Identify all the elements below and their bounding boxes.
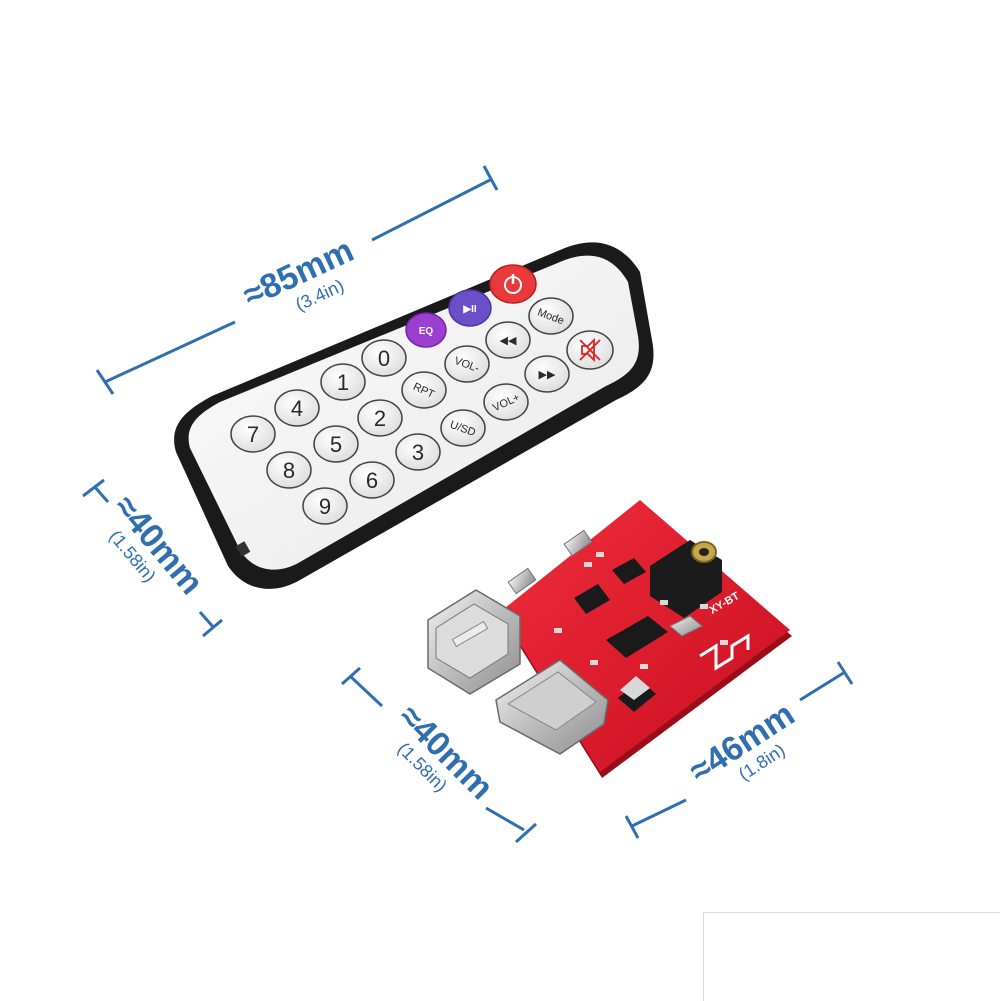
next-icon: ▶▶ [539, 369, 556, 381]
prev-icon: ◀◀ [500, 335, 517, 347]
digit-label: 2 [374, 406, 386, 431]
ir-receiver [618, 676, 656, 712]
digit-button-6[interactable]: 6 [349, 461, 395, 499]
remote-buttons: ▶II EQ Mode ◀◀ VOL- [230, 264, 614, 525]
prev-button[interactable]: ◀◀ [485, 321, 531, 359]
dimension-board-depth [341, 666, 538, 844]
dimension-remote-length [95, 165, 499, 395]
crystal-oscillator [669, 615, 703, 637]
mute-icon [579, 337, 601, 363]
digit-button-7[interactable]: 7 [230, 415, 276, 453]
vol-minus-button[interactable]: VOL- [444, 345, 490, 383]
rpt-button[interactable]: RPT [401, 371, 447, 409]
digit-button-1[interactable]: 1 [320, 363, 366, 401]
power-button[interactable] [489, 264, 537, 304]
digit-button-5[interactable]: 5 [313, 425, 359, 463]
play-pause-button[interactable]: ▶II [448, 289, 492, 327]
digit-button-3[interactable]: 3 [395, 433, 441, 471]
usd-button[interactable]: U/SD [440, 409, 486, 447]
main-ic-chip [606, 616, 668, 658]
digit-label: 5 [330, 432, 342, 457]
sd-card-slot [495, 659, 609, 755]
digit-label: 6 [366, 468, 378, 493]
digit-label: 3 [412, 440, 424, 465]
micro-usb-port-2 [507, 567, 537, 595]
bluetooth-pcb-board: XY-BT [427, 500, 792, 778]
eq-button[interactable]: EQ [405, 312, 447, 348]
micro-usb-port-1 [563, 529, 593, 557]
digit-button-4[interactable]: 4 [274, 389, 320, 427]
digit-button-8[interactable]: 8 [266, 451, 312, 489]
vol-plus-button[interactable]: VOL+ [483, 383, 529, 421]
digit-button-9[interactable]: 9 [302, 487, 348, 525]
secondary-chip-2 [612, 558, 646, 584]
next-button[interactable]: ▶▶ [524, 355, 570, 393]
corner-frame [703, 912, 1000, 1001]
play-pause-icon: ▶II [462, 304, 476, 315]
smd-components [554, 552, 728, 669]
digit-label: 1 [337, 370, 349, 395]
mute-button[interactable] [566, 330, 614, 370]
dimension-remote-width [82, 478, 223, 638]
digit-label: 0 [378, 346, 390, 371]
digit-label: 8 [283, 458, 295, 483]
digit-label: 7 [247, 422, 259, 447]
audio-jack [650, 540, 722, 618]
digit-button-2[interactable]: 2 [357, 399, 403, 437]
digit-button-0[interactable]: 0 [361, 339, 407, 377]
remote-notch [235, 541, 251, 557]
digit-label: 9 [319, 494, 331, 519]
digit-label: 4 [291, 396, 303, 421]
usb-port [427, 589, 521, 695]
mode-button[interactable]: Mode [528, 297, 574, 335]
eq-label: EQ [419, 326, 434, 337]
dimension-board-width [624, 661, 854, 839]
bluetooth-antenna [699, 633, 750, 671]
secondary-chip-1 [574, 584, 610, 614]
